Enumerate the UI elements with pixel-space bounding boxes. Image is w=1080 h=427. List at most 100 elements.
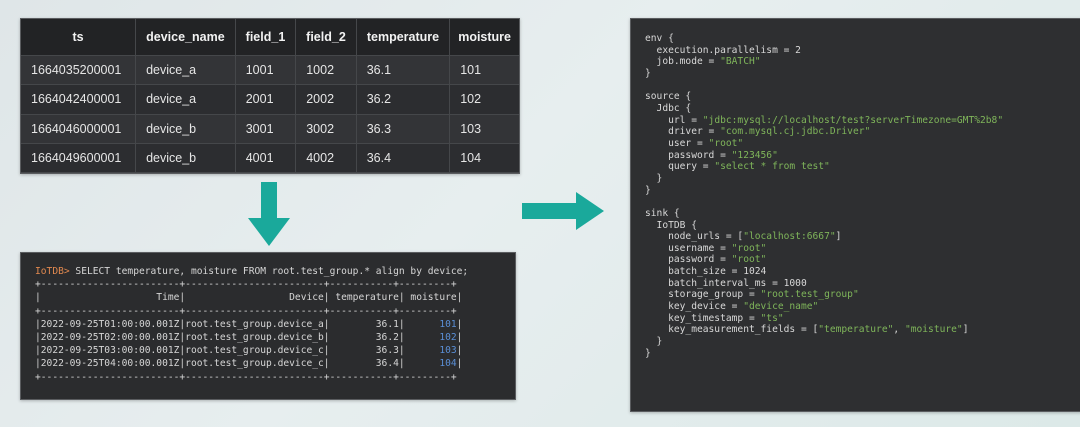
config-line: node_urls = ["localhost:6667"]: [645, 231, 841, 242]
source-data-table-panel: ts device_name field_1 field_2 temperatu…: [20, 18, 520, 174]
config-line: username = "root": [645, 243, 766, 254]
cell-field-1: 4001: [235, 143, 297, 174]
cell-moisture: 103: [449, 114, 519, 144]
config-string-literal: "root.test_group": [760, 289, 859, 301]
column-header-field-1: field_1: [235, 19, 297, 56]
cell-ts: 1664035200001: [21, 55, 137, 86]
config-line: batch_size = 1024: [645, 266, 766, 277]
config-line: key_device = "device_name": [645, 301, 818, 312]
config-line: password = "root": [645, 254, 766, 265]
config-text: ]: [962, 324, 969, 336]
cell-moisture: 101: [449, 55, 519, 86]
cell-field-2: 1002: [295, 55, 357, 86]
config-text: }: [645, 184, 651, 196]
config-string-literal: "BATCH": [720, 56, 761, 68]
cell-field-2: 3002: [295, 114, 357, 144]
config-string-literal: "root": [731, 242, 767, 254]
terminal-result-rows: |2022-09-25T01:00:00.001Z|root.test_grou…: [35, 319, 462, 370]
config-string-literal: "select * from test": [714, 161, 830, 173]
cell-field-2: 2002: [295, 84, 357, 115]
config-string-literal: "root": [731, 254, 767, 266]
config-line: key_timestamp = "ts": [645, 313, 784, 324]
terminal-result-row: |2022-09-25T01:00:00.001Z|root.test_grou…: [35, 318, 463, 330]
arrow-down-shape: [248, 182, 290, 246]
config-text: password =: [645, 254, 732, 266]
arrow-down-icon: [248, 182, 290, 246]
config-line: IoTDB {: [645, 220, 697, 231]
terminal-header-row: | Time| Device| temperature| moisture|: [35, 292, 463, 304]
config-text: IoTDB {: [645, 219, 697, 231]
config-text: job.mode =: [645, 56, 721, 68]
config-text: source {: [645, 91, 692, 103]
config-line: sink {: [645, 208, 680, 219]
column-header-field-2: field_2: [295, 19, 357, 56]
config-line: user = "root": [645, 138, 743, 149]
config-line: job.mode = "BATCH": [645, 56, 761, 67]
config-text: }: [645, 347, 651, 359]
config-text: execution.parallelism = 2: [645, 44, 801, 56]
terminal-result-row: |2022-09-25T03:00:00.001Z|root.test_grou…: [35, 345, 463, 357]
config-line: env {: [645, 33, 674, 44]
config-string-literal: "localhost:6667": [743, 231, 836, 243]
terminal-query: SELECT temperature, moisture FROM root.t…: [69, 266, 469, 277]
config-string-literal: "root": [708, 137, 744, 149]
config-text: driver =: [645, 126, 721, 138]
iotdb-terminal-panel: IoTDB> SELECT temperature, moisture FROM…: [20, 252, 516, 400]
config-line: source {: [645, 91, 691, 102]
config-text: user =: [645, 137, 709, 149]
config-line: }: [645, 68, 651, 79]
cell-device-name: device_b: [135, 114, 236, 144]
table-row: 1664049600001 device_b 4001 4002 36.4 10…: [21, 143, 519, 174]
source-data-table: ts device_name field_1 field_2 temperatu…: [21, 19, 519, 174]
config-panel: env { execution.parallelism = 2 job.mode…: [630, 18, 1080, 412]
config-line: }: [645, 336, 663, 348]
cell-temperature: 36.1: [356, 55, 451, 86]
table-row: 1664035200001 device_a 1001 1002 36.1 10…: [21, 55, 519, 86]
arrow-right-shape: [522, 192, 604, 230]
cell-field-1: 2001: [235, 84, 297, 115]
terminal-separator: +------------------------+--------------…: [35, 371, 457, 383]
config-text: storage_group =: [645, 289, 761, 301]
config-text: ]: [835, 231, 842, 243]
config-line: }: [645, 172, 663, 184]
config-line: query = "select * from test": [645, 161, 830, 172]
column-header-device-name: device_name: [135, 19, 236, 56]
cell-ts: 1664042400001: [21, 84, 137, 115]
config-text: batch_size = 1024: [645, 266, 767, 278]
config-text: }: [645, 172, 663, 184]
cell-device-name: device_a: [135, 84, 236, 115]
terminal-moisture-value: 104: [404, 358, 457, 370]
config-string-literal: "com.mysql.cj.jdbc.Driver": [720, 126, 871, 138]
config-line: storage_group = "root.test_group": [645, 289, 859, 300]
config-line: }: [645, 348, 651, 359]
cell-moisture: 104: [449, 143, 519, 174]
config-string-literal: "device_name": [743, 301, 819, 313]
cell-temperature: 36.2: [356, 84, 451, 115]
config-text: env {: [645, 33, 674, 44]
config-text: password =: [645, 149, 732, 161]
config-line: Jdbc {: [645, 103, 692, 114]
table-row: 1664042400001 device_a 2001 2002 36.2 10…: [21, 84, 519, 115]
config-text: batch_interval_ms = 1000: [645, 277, 807, 289]
config-string-literal: "ts": [760, 312, 784, 324]
config-code: env { execution.parallelism = 2 job.mode…: [645, 33, 1003, 359]
config-string-literal: "123456": [731, 149, 778, 161]
config-line: batch_interval_ms = 1000: [645, 278, 807, 289]
config-text: }: [645, 336, 663, 348]
config-text: ,: [893, 324, 905, 336]
terminal-separator: +------------------------+--------------…: [35, 279, 457, 291]
terminal-prompt: IoTDB>: [35, 266, 70, 277]
config-string-literal: "jdbc:mysql://localhost/test?serverTimez…: [702, 114, 1004, 126]
config-line: url = "jdbc:mysql://localhost/test?serve…: [645, 115, 1003, 126]
terminal-moisture-value: 103: [404, 345, 457, 357]
config-string-literal: "moisture": [904, 324, 963, 336]
column-header-moisture: moisture: [449, 19, 519, 56]
cell-ts: 1664049600001: [21, 143, 137, 174]
config-text: query =: [645, 161, 715, 173]
cell-temperature: 36.4: [356, 143, 451, 174]
cell-moisture: 102: [449, 84, 519, 115]
terminal-result-row: |2022-09-25T02:00:00.001Z|root.test_grou…: [35, 332, 463, 344]
config-text: username =: [645, 242, 732, 254]
cell-device-name: device_a: [135, 55, 236, 86]
config-line: driver = "com.mysql.cj.jdbc.Driver": [645, 126, 870, 137]
